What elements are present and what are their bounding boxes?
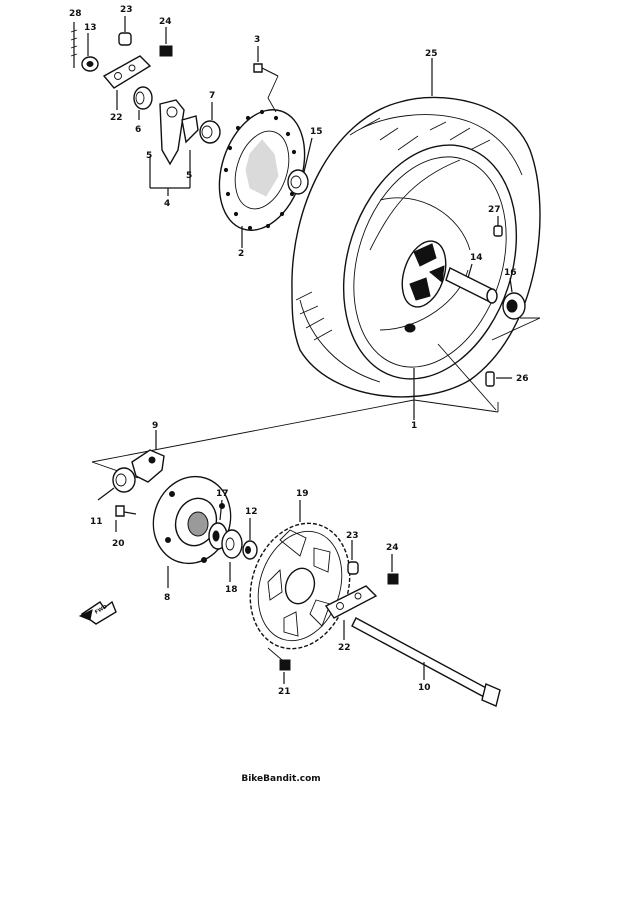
- callout-15: 15: [310, 127, 323, 137]
- part-26-valve: [485, 371, 512, 387]
- part-18-bearing: [221, 529, 243, 582]
- part-21-nut: [267, 647, 291, 684]
- callout-21: 21: [278, 687, 291, 697]
- callout-23-bottom: 23: [346, 531, 359, 541]
- part-16-spacer-right: [502, 277, 526, 320]
- part-15-spacer: [287, 137, 313, 195]
- part-13-nut: [81, 33, 99, 72]
- callout-11: 11: [90, 517, 103, 527]
- callout-5-left: 5: [146, 151, 152, 161]
- part-22-adjuster-top: [102, 55, 152, 110]
- part-7-collar: [199, 102, 221, 144]
- callout-2: 2: [238, 249, 244, 259]
- part-24-nut-bottom: [387, 554, 399, 585]
- part-10-axle: [351, 617, 501, 707]
- callout-5-right: 5: [186, 171, 192, 181]
- callout-20: 20: [112, 539, 125, 549]
- callout-7: 7: [209, 91, 215, 101]
- part-1-wheel-rim: [342, 144, 518, 420]
- part-23-bolt-top: [118, 16, 132, 46]
- callout-23-top: 23: [120, 5, 133, 15]
- callout-13: 13: [84, 23, 97, 33]
- callout-labels: 28 13 23 24 3 25 7 22 6 15 5 5 4 27 2 14…: [69, 5, 529, 697]
- callout-19: 19: [296, 489, 309, 499]
- part-22-adjuster-bottom: [324, 585, 378, 640]
- callout-16: 16: [504, 268, 517, 278]
- part-8-sprocket-hub: [152, 475, 232, 588]
- callout-18: 18: [225, 585, 238, 595]
- callout-26: 26: [516, 374, 529, 384]
- part-6-spacer: [133, 86, 153, 120]
- callout-24-top: 24: [159, 17, 172, 27]
- callout-3: 3: [254, 35, 260, 45]
- part-11-bushing: [97, 467, 136, 501]
- part-20-bolt: [115, 505, 137, 532]
- fwd-arrow-icon: FWD: [78, 600, 117, 625]
- callout-4: 4: [164, 199, 170, 209]
- callout-22-bottom: 22: [338, 643, 351, 653]
- callout-1: 1: [411, 421, 417, 431]
- callout-17: 17: [216, 489, 229, 499]
- part-9-bracket: [131, 430, 165, 483]
- callout-14: 14: [470, 253, 483, 263]
- guide-lines: [91, 317, 541, 479]
- part-12-spacer: [242, 518, 258, 560]
- callout-27: 27: [488, 205, 501, 215]
- callout-6: 6: [135, 125, 141, 135]
- part-14-axle-collar: [445, 263, 498, 304]
- callout-8: 8: [164, 593, 170, 603]
- part-19-rear-sprocket: [249, 500, 351, 650]
- fwd-label: FWD: [94, 604, 108, 616]
- callout-25: 25: [425, 49, 438, 59]
- part-3-bolt: [253, 46, 279, 113]
- part-28-pin: [70, 22, 78, 68]
- callout-10: 10: [418, 683, 431, 693]
- part-24-nut-top: [159, 27, 173, 57]
- part-27-plug: [493, 216, 503, 237]
- callout-22-top: 22: [110, 113, 123, 123]
- callout-12: 12: [245, 507, 258, 517]
- part-4-cam-assembly: [149, 99, 199, 196]
- watermark: BikeBandit.com: [241, 774, 321, 784]
- callout-24-bottom: 24: [386, 543, 399, 553]
- callout-28: 28: [69, 9, 82, 19]
- callout-9: 9: [152, 421, 158, 431]
- part-23-bolt-bottom: [347, 540, 359, 575]
